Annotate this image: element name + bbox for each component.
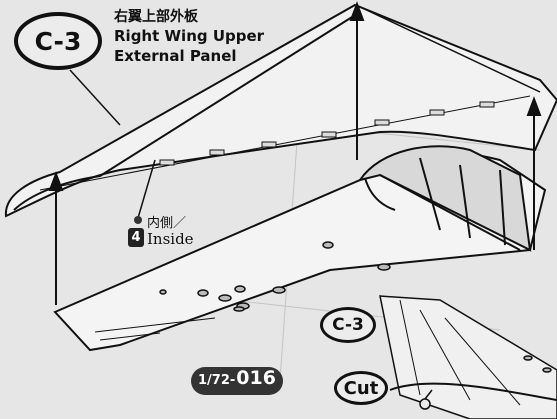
assembly-arrow-head <box>349 1 365 21</box>
assembly-arrow-head <box>526 96 542 116</box>
assembly-arrows <box>48 1 542 305</box>
inside-label-japanese: 内側／ <box>147 216 187 231</box>
cut-label: Cut <box>343 377 379 399</box>
paint-number: 4 <box>131 230 141 245</box>
part-name-japanese: 右翼上部外板 <box>114 9 198 25</box>
label-leader-line <box>69 69 121 126</box>
inside-label-english: Inside <box>147 230 194 248</box>
scissors-icon <box>419 389 433 410</box>
inset-part-code: C-3 <box>332 315 364 335</box>
assembly-arrow-head <box>48 171 64 191</box>
detail-inset-wing <box>379 295 557 419</box>
cut-bubble: Cut <box>334 371 388 405</box>
paint-number-badge: 4 <box>128 228 144 247</box>
part-number-badge: 1/72- 016 <box>191 367 283 395</box>
lower-wing-skeleton <box>53 145 547 352</box>
part-number-prefix: 1/72- <box>198 373 236 388</box>
flap-line <box>94 317 216 341</box>
part-name-english-line2: External Panel <box>114 47 237 65</box>
part-code-bubble: C-3 <box>14 12 102 70</box>
panel-detail-marks <box>159 101 495 166</box>
part-number-value: 016 <box>236 367 276 389</box>
panel-holes <box>159 241 391 312</box>
part-name-english-line1: Right Wing Upper <box>114 27 265 45</box>
paint-bottle-icon <box>134 216 142 224</box>
inset-part-code-bubble: C-3 <box>320 307 376 343</box>
inside-leader-line <box>137 159 156 219</box>
part-code: C-3 <box>34 26 82 56</box>
